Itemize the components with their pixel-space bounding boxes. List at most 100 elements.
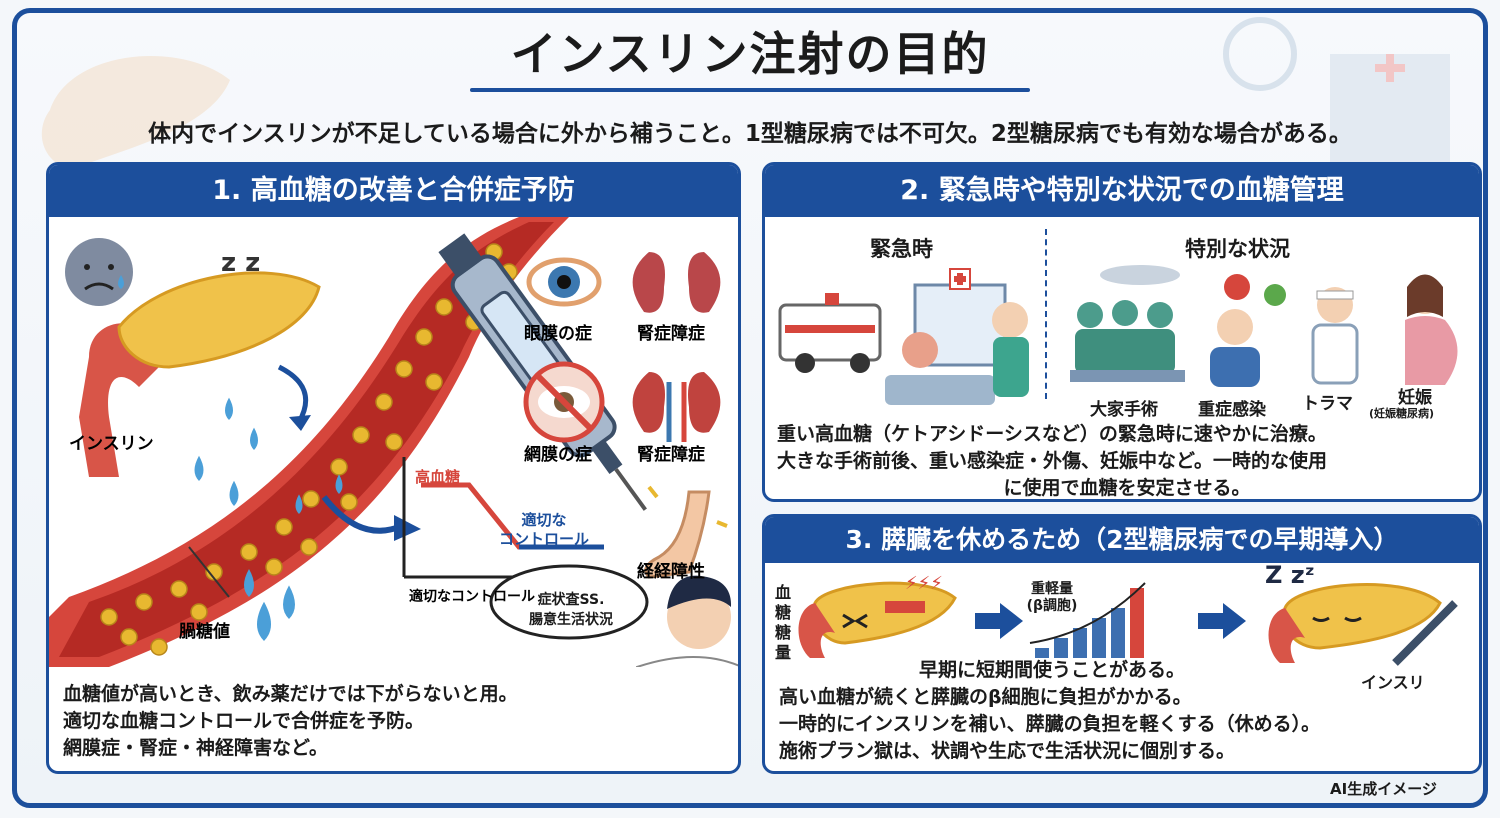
- infected-person-icon: [1210, 274, 1286, 387]
- insulin-pen-small-icon: [1392, 600, 1458, 666]
- section3-graph-label: 重軽量 (β調胞): [1026, 581, 1078, 614]
- section3-line: 早期に短期間使うことがある。: [919, 659, 1186, 681]
- blood-sugar-label: 腡糖値: [178, 621, 230, 642]
- case-pregnancy-note: (妊娠糖尿病): [1369, 407, 1435, 420]
- fat-globule: [425, 373, 443, 391]
- eye-complication-label-2: 網膜の症: [524, 444, 592, 465]
- fat-globule: [340, 493, 358, 511]
- sad-face-icon: [65, 238, 133, 306]
- strain-icon: ⚡⚡⚡: [905, 573, 943, 594]
- section3-line: 施術プラン獄は、状調や生応で生活状況に個別する。: [779, 740, 1236, 762]
- insulin-drop: [244, 569, 254, 597]
- section2-text: 重い高血糖（ケトアシドーシスなど）の緊急時に速やかに治療。 大きな手術前後、重い…: [777, 421, 1477, 499]
- fat-globule: [190, 603, 208, 621]
- fat-globule: [150, 638, 168, 656]
- case-trauma: トラマ: [1302, 394, 1353, 414]
- eye-complication-label-1: 眼膜の症: [524, 323, 592, 344]
- section2-heading: 2. 緊急時や特別な状況での血糖管理: [765, 165, 1479, 217]
- patient-nurse-icon: [885, 302, 1029, 405]
- insulin-drop: [225, 397, 233, 420]
- fat-globule: [385, 433, 403, 451]
- sleep-z-icon: Z zᶻ: [1265, 563, 1315, 589]
- section3-illustration: ⚡⚡⚡ Z zᶻ: [798, 563, 1458, 666]
- fat-globule: [395, 360, 413, 378]
- section3-text: 早期に短期間使うことがある。 高い血糖が続くと膵臓のβ細胞に負担がかかる。 一時…: [779, 657, 1469, 765]
- fat-globule: [240, 543, 258, 561]
- beta-cell-bar: [1130, 588, 1144, 658]
- surgery-team-icon: [1070, 265, 1185, 382]
- fat-globule: [135, 593, 153, 611]
- footer-note: AI生成イメージ: [1330, 780, 1437, 798]
- section3-heading: 3. 膵臓を休めるため（2型糖尿病での早期導入）: [765, 517, 1479, 563]
- background-pancreas-icon: [41, 55, 230, 170]
- case-surgery: 大家手術: [1090, 400, 1158, 420]
- section1-panel: 1. 高血糖の改善と合併症予防 z z: [46, 162, 741, 774]
- section2-illustration: [778, 265, 1458, 405]
- fat-globule: [302, 490, 320, 508]
- fat-globule: [352, 426, 370, 444]
- fat-globule: [275, 518, 293, 536]
- beta-cell-bar-chart: [1035, 588, 1144, 658]
- case-pregnancy: 妊娠: [1398, 388, 1432, 408]
- tired-pancreas-icon: [798, 581, 957, 658]
- beta-cell-bar: [1111, 608, 1125, 658]
- resting-pancreas-icon: [1268, 583, 1442, 663]
- section1-text: 血糖値が高いとき、飲み薬だけでは下がらないと用。 適切な血糖コントロールで合併症…: [63, 681, 643, 762]
- section3-line: 高い血糖が続くと膵臓のβ細胞に負担がかかる。: [779, 686, 1192, 708]
- section2-line: 大きな手術前後、重い感染症・外傷、妊娠中など。一時的な使用: [777, 450, 1328, 472]
- insulin-label: インスリン: [69, 434, 154, 454]
- fat-globule: [415, 328, 433, 346]
- blood-vessel-inner: [59, 222, 554, 657]
- insulin-drops: [194, 397, 343, 641]
- kidney-icon: [632, 252, 721, 313]
- insulin-drop: [229, 480, 239, 506]
- insulin-drop: [250, 427, 258, 450]
- doctor-icon: [636, 575, 738, 667]
- speech-bubble-text: 症状査SS. 腸意生活状況: [529, 592, 613, 628]
- insulin-drop: [194, 455, 204, 481]
- fat-globule: [120, 628, 138, 646]
- section1-heading: 1. 高血糖の改善と合併症予防: [49, 165, 738, 217]
- arrow-icon: [321, 495, 401, 534]
- case-infection: 重症感染: [1198, 400, 1266, 420]
- arrow-icon: [975, 603, 1023, 639]
- insulin-drop: [335, 474, 343, 494]
- section3-panel: 3. 膵臓を休めるため（2型糖尿病での早期導入） 血糖糖量 ⚡⚡⚡ Z zᶻ 重…: [762, 514, 1482, 774]
- section3-insulin-label: インスリ: [1361, 673, 1425, 692]
- beta-cell-bar: [1035, 648, 1049, 658]
- title-underline: [470, 88, 1030, 92]
- section3-line: 一時的にインスリンを補い、膵臓の負担を軽くする（休める）。: [779, 713, 1321, 735]
- fat-globule: [100, 608, 118, 626]
- section1-line: 網膜症・腎症・神経障害など。: [63, 737, 329, 759]
- fat-globules: [100, 243, 518, 656]
- eye-crossed-icon: [523, 361, 605, 443]
- fat-globule: [375, 393, 393, 411]
- section2-panel: 2. 緊急時や特別な状況での血糖管理 緊急時 特別な状況: [762, 162, 1482, 502]
- speech-bubble: [489, 564, 649, 640]
- fat-globule: [170, 580, 188, 598]
- beta-cell-bar: [1092, 618, 1106, 658]
- fat-globule: [435, 298, 453, 316]
- section1-illustration: z z: [49, 217, 738, 667]
- fat-globule: [205, 563, 223, 581]
- pancreas-icon: [79, 271, 321, 477]
- eye-icon: [526, 257, 602, 307]
- ambulance-icon: [778, 293, 882, 373]
- section1-line: 血糖値が高いとき、飲み薬だけでは下がらないと用。: [63, 683, 518, 705]
- special-situation-label: 特別な状況: [1185, 237, 1290, 261]
- insulin-drop: [283, 585, 295, 619]
- section2-divider: [1045, 229, 1047, 399]
- section3-side-label: 血糖糖量: [775, 583, 792, 662]
- kidney-icon: [632, 372, 721, 442]
- section2-line: に使用で血糖を安定させる。: [1003, 477, 1251, 499]
- graph-control-label: 適切な コントロール: [498, 511, 589, 548]
- fat-globule: [330, 458, 348, 476]
- fat-globule: [300, 538, 318, 556]
- graph-high-label: 高血糖: [415, 468, 460, 486]
- beta-cell-bar: [1073, 628, 1087, 658]
- section1-line: 適切な血糖コントロールで合併症を予防。: [63, 710, 425, 732]
- insulin-drop: [295, 494, 303, 514]
- emergency-label: 緊急時: [870, 237, 933, 261]
- page-subtitle: 体内でインスリンが不足している場合に外から補うこと。1型糖尿病では不可欠。2型糖…: [148, 121, 1352, 147]
- section2-line: 重い高血糖（ケトアシドーシスなど）の緊急時に速やかに治療。: [777, 423, 1327, 445]
